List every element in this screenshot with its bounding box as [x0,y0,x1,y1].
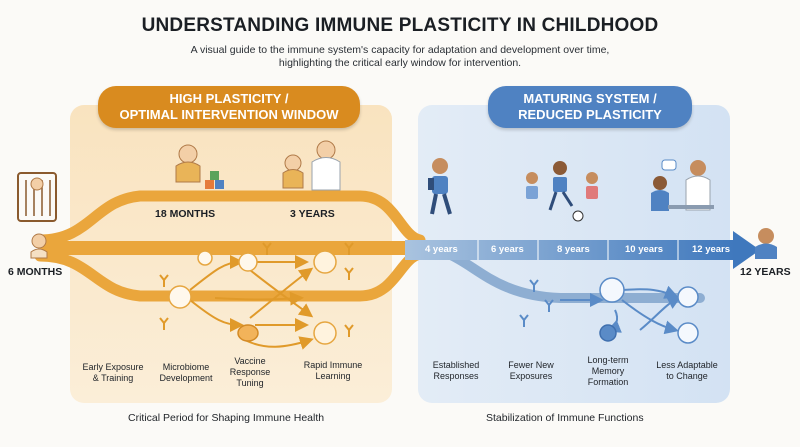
antibody-icons-right [519,279,554,327]
label-established-responses: Established Responses [420,360,492,382]
label-line: Established [432,360,480,370]
immune-cells-left [168,250,337,345]
kids-playing-soccer-icon [526,161,598,222]
label-line: Memory [591,366,625,376]
antibody-icons-left [159,242,354,337]
label-line: & Training [92,373,134,383]
label-line: Fewer New [508,360,554,370]
teen-and-doctor-icon [651,159,714,211]
label-line: Microbiome [162,362,210,372]
start-age-label: 6 MONTHS [8,266,63,278]
subtitle-line-2: highlighting the critical early window f… [278,57,522,69]
label-line: to Change [666,371,708,381]
tick-6-years: 6 years [491,244,524,255]
high-plasticity-banner: HIGH PLASTICITY / OPTIMAL INTERVENTION W… [98,86,360,128]
twelve-year-old-icon [755,228,777,259]
label-line: Vaccine [234,356,266,366]
label-line: Formation [587,377,629,387]
maturing-system-banner: MATURING SYSTEM / REDUCED PLASTICITY [488,86,692,128]
label-line: Development [159,373,213,383]
tick-12-years: 12 years [692,244,731,255]
toddler-with-blocks-icon [175,144,224,189]
page-subtitle: A visual guide to the immune system's ca… [0,44,800,70]
milestone-3-years: 3 YEARS [290,208,335,220]
banner-right-line-2: REDUCED PLASTICITY [518,107,662,122]
immune-cells-right [599,277,699,344]
label-line: Learning [315,371,351,381]
right-network-arrows [560,285,682,335]
banner-left-line-1: HIGH PLASTICITY / [169,91,289,106]
label-line: Less Adaptable [656,360,718,370]
right-footer: Stabilization of Immune Functions [486,412,644,424]
page-title: UNDERSTANDING IMMUNE PLASTICITY IN CHILD… [141,15,659,36]
milestone-18-months: 18 MONTHS [155,208,216,220]
label-less-adaptable: Less Adaptable to Change [648,360,726,382]
subtitle-line-1: A visual guide to the immune system's ca… [190,44,610,56]
tick-4-years: 4 years [425,244,458,255]
child-and-doctor-icon [282,140,341,191]
school-child-icon [428,158,452,215]
label-fewer-exposures: Fewer New Exposures [495,360,567,382]
tick-8-years: 8 years [557,244,590,255]
label-line: Response [229,367,271,377]
infant-icon [30,233,48,259]
label-early-exposure: Early Exposure & Training [78,362,148,384]
label-line: Responses [433,371,479,381]
banner-left-line-2: OPTIMAL INTERVENTION WINDOW [119,107,339,122]
label-microbiome: Microbiome Development [150,362,222,384]
tick-10-years: 10 years [625,244,664,255]
end-age-label: 12 YEARS [740,266,791,278]
left-network-arrows [189,255,314,350]
label-line: Tuning [236,378,264,388]
label-line: Exposures [509,371,553,381]
banner-right-line-1: MATURING SYSTEM / [523,91,657,106]
label-long-term-memory: Long-term Memory Formation [572,355,644,388]
label-rapid-immune-learning: Rapid Immune Learning [293,360,373,382]
crib-icon [17,172,57,222]
label-line: Long-term [587,355,629,365]
label-line: Early Exposure [82,362,144,372]
left-footer: Critical Period for Shaping Immune Healt… [128,412,325,424]
label-vaccine-response: Vaccine Response Tuning [218,356,282,389]
label-line: Rapid Immune [303,360,363,370]
timeline-arrow [405,231,760,269]
